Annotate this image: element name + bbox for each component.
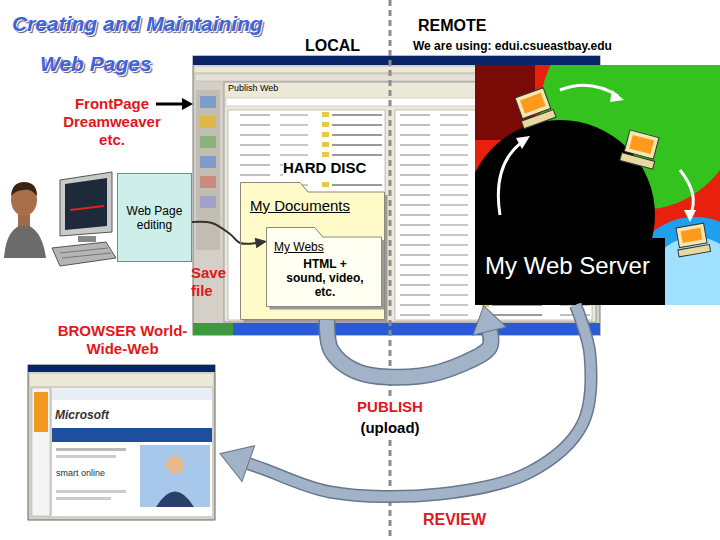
connector-outline bbox=[327, 320, 491, 377]
server-label: My Web Server bbox=[485, 251, 712, 280]
edge-label: Save file bbox=[191, 264, 241, 300]
title: Creating and Maintaining Web Pages bbox=[6, 4, 286, 84]
folder-contents: HTML + sound, video, etc. bbox=[283, 257, 367, 299]
region-label: REMOTE bbox=[418, 16, 508, 35]
folder-fill bbox=[241, 183, 388, 323]
page-text: smart online bbox=[56, 468, 136, 479]
folder-title: My Documents bbox=[250, 197, 379, 215]
connector-line bbox=[248, 305, 591, 497]
server-panel: My Web Server bbox=[475, 65, 720, 305]
folder: My WebsHTML + sound, video, etc. bbox=[266, 227, 382, 307]
pointer-arrow bbox=[156, 98, 193, 110]
connector-line bbox=[327, 320, 491, 377]
folder-fill bbox=[267, 228, 385, 310]
window-title: Publish Web bbox=[228, 83, 348, 94]
browser-screenshot bbox=[28, 365, 215, 520]
save-arrow bbox=[192, 222, 256, 244]
review-arrow bbox=[248, 305, 591, 497]
server-note: We are using: edui.csueastbay.edu bbox=[413, 39, 673, 53]
server-illustration bbox=[475, 65, 720, 305]
disk-label: HARD DISC bbox=[283, 159, 383, 177]
editor-box: Web Page editing bbox=[117, 173, 192, 262]
connector-outline bbox=[248, 305, 591, 497]
edge-label: REVIEW bbox=[412, 510, 497, 529]
browser-window: BROWSER World-Wide-WebMicrosoft bbox=[25, 322, 220, 520]
region-label: LOCAL bbox=[305, 36, 375, 55]
logo-text: Microsoft bbox=[55, 408, 109, 422]
edge-label: PUBLISH bbox=[345, 398, 435, 416]
folder-title: My Webs bbox=[274, 240, 376, 254]
person-icon bbox=[4, 182, 46, 258]
divider-line bbox=[389, 0, 392, 540]
action-note: (upload) bbox=[345, 419, 435, 437]
folder-fills bbox=[241, 183, 388, 323]
connector-line bbox=[192, 222, 256, 244]
folder: My Documents My WebsHTML + sound, video, … bbox=[240, 182, 385, 320]
computer-icon bbox=[52, 172, 116, 266]
box-label: Web Page editing bbox=[122, 204, 187, 232]
publish-arrow bbox=[327, 320, 491, 377]
editor-names: FrontPage Dreamweaver etc. bbox=[50, 95, 174, 149]
window-heading: BROWSER World-Wide-Web bbox=[48, 322, 198, 358]
